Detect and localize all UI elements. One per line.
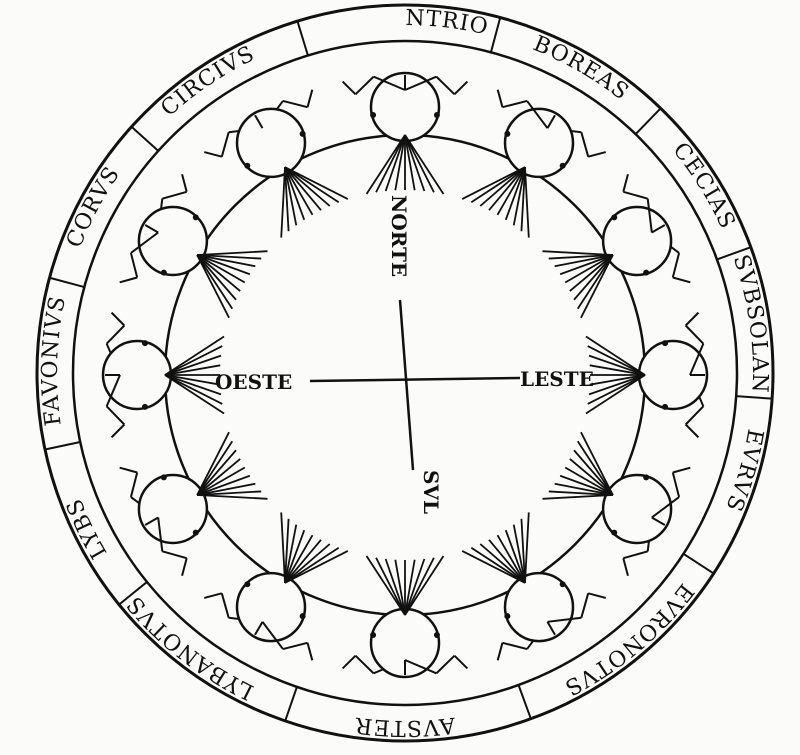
wind-head-icon	[130, 75, 437, 254]
wind-label: FAVONIVS	[38, 293, 71, 427]
wind-head-icon	[101, 198, 225, 552]
ring-divider	[118, 581, 148, 606]
wind-label: AVSTER	[353, 712, 457, 741]
wind-label: LYBS	[62, 494, 112, 562]
direction-south: SVL	[419, 470, 443, 514]
wind-label: BOREAS	[530, 31, 634, 105]
wind-head-icon	[526, 343, 705, 650]
wind-head-icon	[105, 343, 284, 650]
ring-divider	[296, 20, 309, 56]
ring-divider	[517, 684, 532, 720]
wind-head-icon	[130, 496, 437, 675]
wind-head-icon	[373, 75, 680, 254]
ring-divider	[49, 276, 85, 289]
wind-head-icon	[228, 71, 582, 195]
ring-divider	[716, 246, 752, 261]
direction-north: NORTE	[387, 195, 411, 277]
ring-divider	[634, 107, 662, 135]
wind-head-icon	[526, 100, 705, 407]
wind-label: EVRONOTVS	[560, 578, 698, 700]
ring-divider	[736, 395, 773, 400]
ring-divider	[284, 686, 298, 722]
north-south-line	[398, 299, 415, 471]
direction-west: OESTE	[215, 370, 292, 394]
outer-ring	[35, 3, 775, 743]
wind-head-icon	[585, 198, 709, 552]
east-west-line	[309, 376, 521, 383]
band-inner-ring	[71, 39, 739, 707]
direction-east: LESTE	[520, 367, 594, 391]
ring-divider	[489, 17, 502, 53]
ring-divider	[130, 126, 159, 152]
ring-divider	[682, 552, 715, 575]
ring-divider	[44, 441, 81, 451]
